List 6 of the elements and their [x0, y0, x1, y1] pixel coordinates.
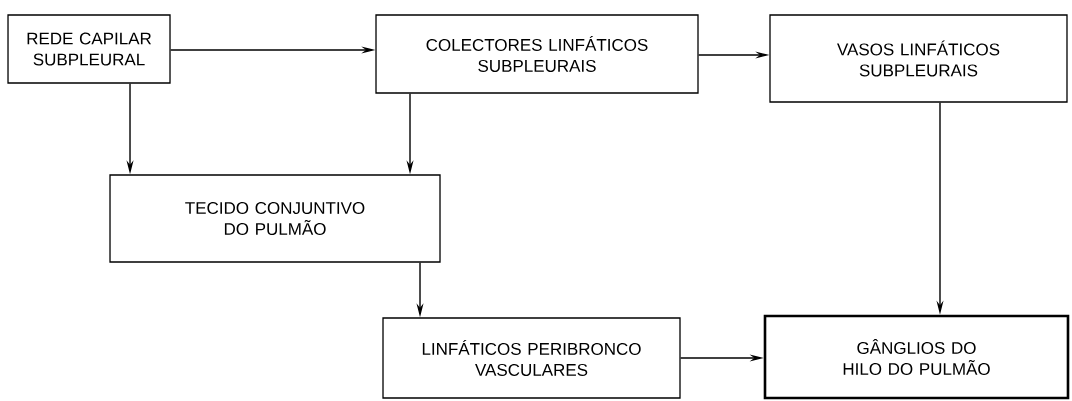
process-box: GÂNGLIOS DO HILO DO PULMÃO: [763, 314, 1070, 400]
process-box: TECIDO CONJUNTIVO DO PULMÃO: [109, 174, 441, 263]
process-box: REDE CAPILAR SUBPLEURAL: [7, 14, 171, 84]
process-box: LINFÁTICOS PERIBRONCO VASCULARES: [382, 317, 681, 399]
process-box: COLECTORES LINFÁTICOS SUBPLEURAIS: [375, 14, 699, 94]
process-box: VASOS LINFÁTICOS SUBPLEURAIS: [769, 14, 1068, 103]
